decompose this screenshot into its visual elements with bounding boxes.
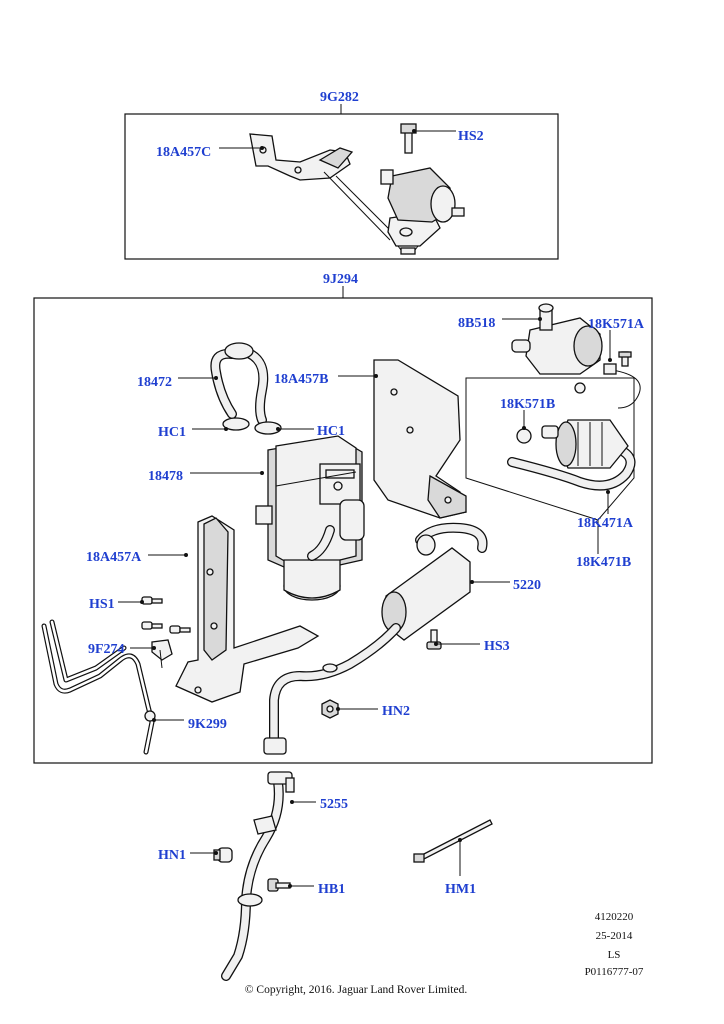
part-screws-hs1 [141, 596, 191, 634]
part-screw-hs3 [426, 629, 442, 650]
part-bolt-hb1 [267, 878, 291, 892]
part-heater-18478 [255, 435, 365, 601]
part-clip-9f274 [151, 639, 173, 669]
part-bracket-18a457c [249, 133, 393, 241]
subframe-18k471b [465, 377, 635, 521]
part-filter-18k471a [507, 419, 636, 491]
callout-18k471a[interactable]: 18K471A [577, 516, 634, 531]
callout-hn2[interactable]: HN2 [382, 704, 410, 719]
callout-18k571a[interactable]: 18K571A [588, 317, 645, 332]
callout-9f274[interactable]: 9F274 [88, 642, 125, 657]
callout-8b518[interactable]: 8B518 [458, 316, 495, 331]
part-pump-8b518 [511, 303, 603, 394]
callout-5220[interactable]: 5220 [513, 578, 541, 593]
part-clamp-18k571a [603, 351, 641, 409]
part-bracket-18a457a [175, 515, 320, 703]
reference-block: 4120220 25-2014 LS P0116777-07 [585, 911, 644, 978]
callout-hb1[interactable]: HB1 [318, 882, 345, 897]
group-9g282: 9G282 [124, 90, 559, 260]
callout-18k571b[interactable]: 18K571B [500, 397, 555, 412]
callout-labels: 18A457C HS2 8B518 18K571A 18472 18A457B … [86, 129, 645, 897]
part-tie-hm1 [413, 819, 493, 863]
group-label-9g282[interactable]: 9G282 [320, 90, 359, 105]
callout-hs2[interactable]: HS2 [458, 129, 484, 144]
callout-hs3[interactable]: HS3 [484, 639, 510, 654]
reference-line-1: 4120220 [595, 911, 634, 923]
part-hose-18472 [210, 342, 269, 425]
callout-18472[interactable]: 18472 [137, 375, 172, 390]
callout-9k299[interactable]: 9K299 [188, 717, 227, 732]
part-bracket-18a457b [373, 359, 467, 519]
part-silencer-5220 [263, 522, 488, 755]
group-frame-9g282 [124, 113, 559, 260]
reference-line-4: P0116777-07 [585, 966, 644, 978]
callout-18k471b[interactable]: 18K471B [576, 555, 631, 570]
callout-18a457c[interactable]: 18A457C [156, 145, 211, 160]
part-nut-hn1 [213, 847, 233, 863]
callout-hc1-right[interactable]: HC1 [317, 424, 345, 439]
callout-hn1[interactable]: HN1 [158, 848, 186, 863]
callout-hs1[interactable]: HS1 [89, 597, 115, 612]
callout-hc1-left[interactable]: HC1 [158, 425, 186, 440]
part-pump-bracket-upper [380, 123, 465, 255]
group-9j294: 9J294 [33, 272, 653, 764]
part-tailpipe-5255 [221, 771, 295, 981]
callout-18478[interactable]: 18478 [148, 469, 183, 484]
group-label-9j294[interactable]: 9J294 [323, 272, 358, 287]
reference-line-3: LS [608, 949, 621, 961]
part-clamps-hc1 [222, 417, 282, 435]
callout-5255[interactable]: 5255 [320, 797, 348, 812]
group-frame-9j294 [33, 297, 653, 764]
callout-18a457a[interactable]: 18A457A [86, 550, 142, 565]
part-nut-hn2 [321, 699, 339, 719]
copyright-text: © Copyright, 2016. Jaguar Land Rover Lim… [245, 984, 468, 996]
leader-lines [118, 129, 612, 888]
reference-line-2: 25-2014 [596, 930, 633, 942]
part-wire-9k299 [41, 619, 156, 755]
callout-18a457b[interactable]: 18A457B [274, 372, 328, 387]
callout-hm1[interactable]: HM1 [445, 882, 476, 897]
